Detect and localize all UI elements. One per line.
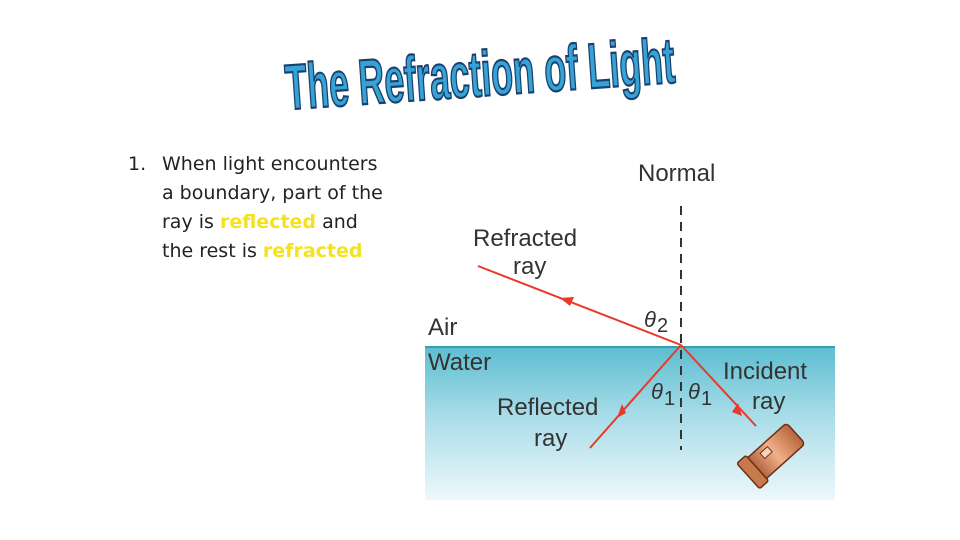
reflected-ray [589, 344, 682, 449]
title-banner: The Refraction of Light [282, 23, 678, 124]
theta-1-right-subscript: 1 [701, 388, 712, 410]
bullet-line-1: When light encounters [162, 153, 378, 175]
incident-label-line-1: Incident [723, 358, 807, 385]
refracted-arrowhead [560, 297, 574, 306]
reflected-arrowhead [617, 404, 626, 418]
theta-1-left-symbol: θ [651, 379, 663, 404]
theta-2-subscript: 2 [657, 315, 668, 337]
incident-arrowhead [732, 403, 742, 416]
flashlight-icon [736, 423, 805, 489]
slide-title: The Refraction of Light [283, 24, 677, 123]
incident-label-line-2: ray [752, 388, 785, 415]
refraction-diagram: Normal Refracted ray Air Water Incident … [425, 160, 835, 500]
bullet-item: 1. When light encounters a boundary, par… [128, 150, 428, 266]
theta-1-left-subscript: 1 [664, 388, 675, 410]
theta-2-symbol: θ [644, 307, 656, 332]
highlight-refracted: refracted [262, 240, 363, 262]
bullet-line-2: a boundary, part of the [162, 182, 383, 204]
water-label: Water [428, 349, 491, 376]
bullet-line-3-pre: ray is [162, 211, 220, 233]
bullet-line-3-post: and [316, 211, 358, 233]
reflected-label-line-2: ray [534, 425, 567, 452]
bullet-number: 1. [128, 153, 147, 175]
incident-ray [680, 344, 757, 427]
refracted-label-line-1: Refracted [473, 225, 577, 252]
bullet-line-4-pre: the rest is [162, 240, 263, 262]
refracted-ray [477, 265, 682, 346]
normal-label: Normal [638, 160, 715, 187]
theta-1-right-symbol: θ [688, 379, 700, 404]
air-label: Air [428, 314, 457, 341]
bullet-list: 1. When light encounters a boundary, par… [128, 150, 428, 266]
highlight-reflected: reflected [219, 211, 317, 233]
reflected-label-line-1: Reflected [497, 394, 598, 421]
refracted-label-line-2: ray [513, 253, 546, 280]
